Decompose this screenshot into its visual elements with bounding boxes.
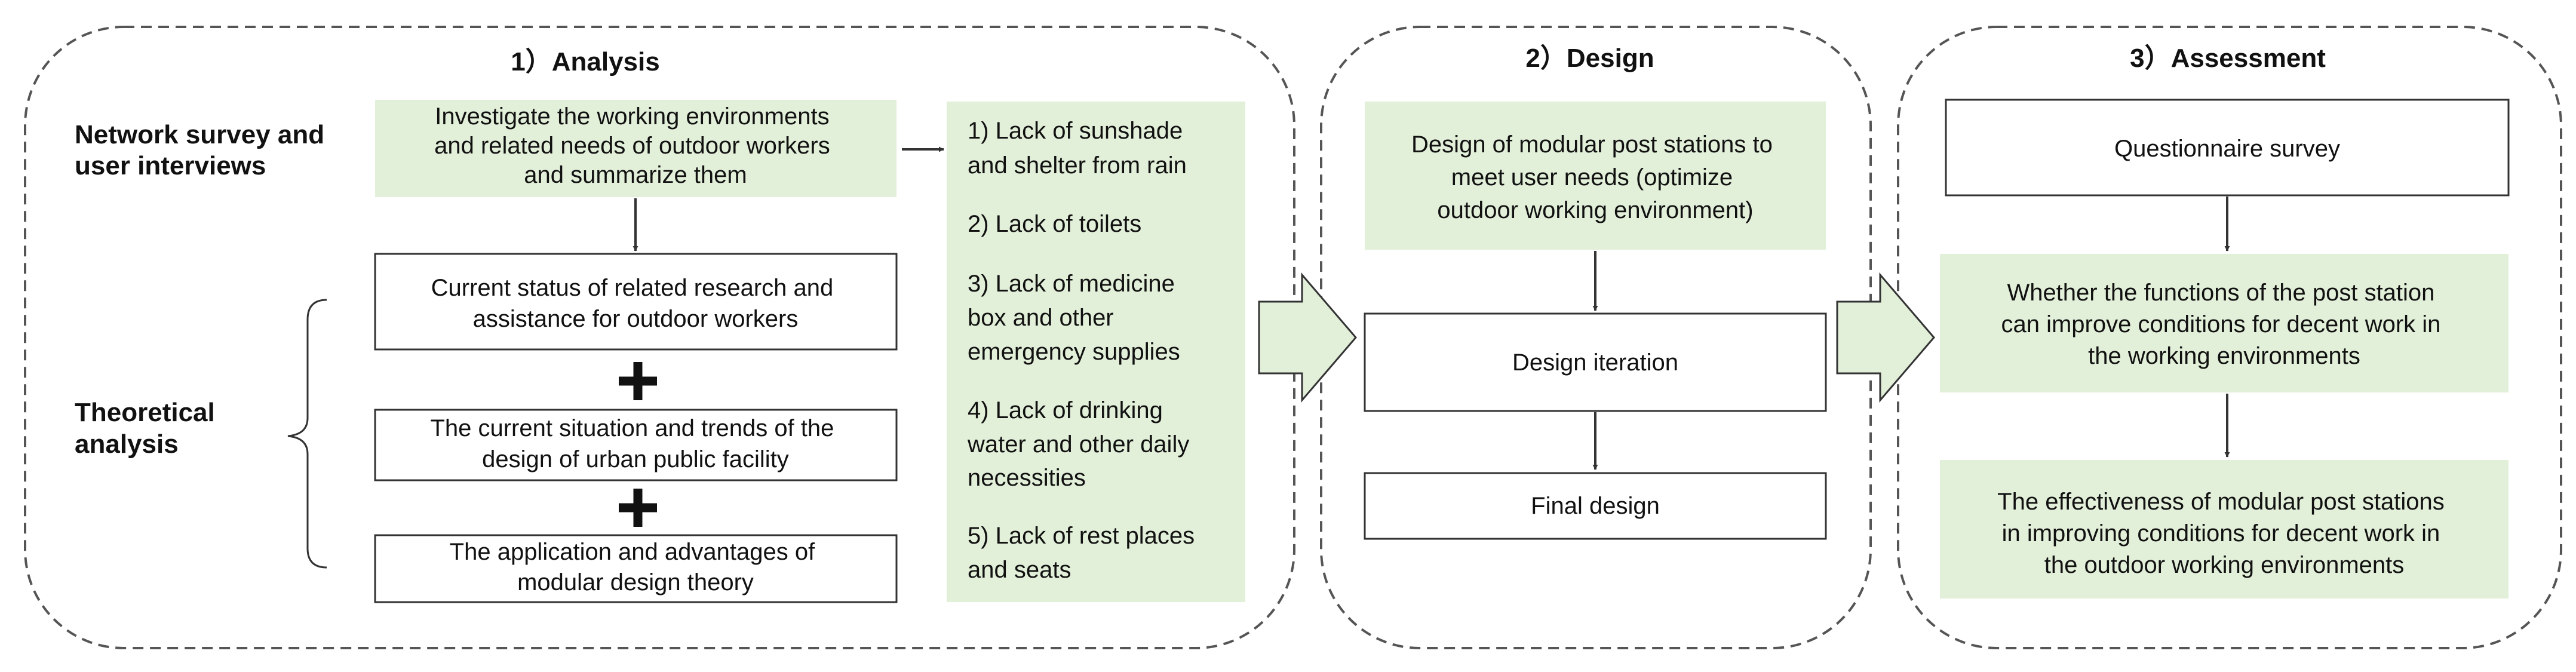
trends-line: design of urban public facility [482,446,789,472]
final-design-box [1364,472,1827,540]
investigate-line: Investigate the working environments [435,103,829,130]
needs-list: 1) Lack of sunshade and shelter from rai… [967,118,1201,583]
stations-design-text: Design of modular post stations to meet … [1411,131,1779,223]
stations-design-line: meet user needs (optimize [1451,164,1733,191]
need-item-line: 3) Lack of medicine [968,271,1175,297]
effectiveness-box [1940,460,2509,599]
research-line: assistance for outdoor workers [473,306,799,332]
modular-box [374,534,898,603]
need-item-line: 5) Lack of rest places [968,523,1195,549]
whether-line: the working environments [2088,343,2360,369]
design-iteration-text: Design iteration [1512,349,1678,376]
need-item-line: box and other [968,305,1114,331]
need-item-line: 4) Lack of drinking [968,397,1163,424]
stations-design-line: outdoor working environment) [1437,197,1753,223]
questionnaire-text: Questionnaire survey [2114,136,2340,162]
effectiveness-line: the outdoor working environments [2044,552,2405,578]
stations-design-box [1365,102,1826,250]
design-iteration-box [1364,312,1827,412]
effectiveness-text: The effectiveness of modular post statio… [1997,489,2451,578]
need-item-line: 2) Lack of toilets [968,211,1141,237]
need-item-line: and shelter from rain [968,152,1187,179]
investigate-box [375,100,896,197]
investigate-text: Investigate the working environments and… [434,103,837,188]
assessment-title: 3）Assessment [2130,44,2326,73]
research-box [374,253,898,351]
theory-label: Theoretical analysis [75,398,222,459]
modular-line: modular design theory [517,569,754,596]
stations-design-line: Design of modular post stations to [1411,131,1773,158]
survey-label-line: user interviews [75,151,266,180]
plus-icon [619,489,657,527]
research-text: Current status of related research and a… [431,275,840,332]
effectiveness-line: The effectiveness of modular post statio… [1997,489,2445,515]
effectiveness-line: in improving conditions for decent work … [2002,520,2440,547]
need-item-line: 1) Lack of sunshade [968,118,1183,144]
theory-brace [287,299,327,569]
modular-text: The application and advantages of modula… [450,539,822,596]
final-design-text: Final design [1531,493,1660,519]
need-item-line: water and other daily [967,431,1189,458]
theory-label-line: Theoretical [75,398,215,427]
survey-label: Network survey and user interviews [75,120,331,180]
theory-label-line: analysis [75,429,179,459]
design-title: 2）Design [1525,44,1654,73]
investigate-line: and related needs of outdoor workers [434,133,830,159]
whether-line: can improve conditions for decent work i… [2001,311,2440,337]
block-arrow-analysis-to-design [1258,272,1357,403]
trends-text: The current situation and trends of the … [430,415,840,472]
whether-text: Whether the functions of the post statio… [2001,280,2447,369]
whether-box [1940,254,2509,392]
modular-line: The application and advantages of [450,539,815,565]
questionnaire-box [1945,99,2510,197]
survey-label-line: Network survey and [75,120,324,149]
plus-icon [619,362,657,400]
need-item-line: and seats [968,557,1071,583]
needs-list-box [947,102,1245,602]
trends-box [374,409,898,481]
trends-line: The current situation and trends of the [430,415,834,441]
whether-line: Whether the functions of the post statio… [2007,280,2434,306]
block-arrow-design-to-assessment [1836,272,1935,403]
research-line: Current status of related research and [431,275,834,301]
investigate-line: and summarize them [524,162,747,188]
analysis-title: 1）Analysis [511,47,659,76]
need-item-line: emergency supplies [968,339,1180,365]
need-item-line: necessities [968,465,1086,491]
